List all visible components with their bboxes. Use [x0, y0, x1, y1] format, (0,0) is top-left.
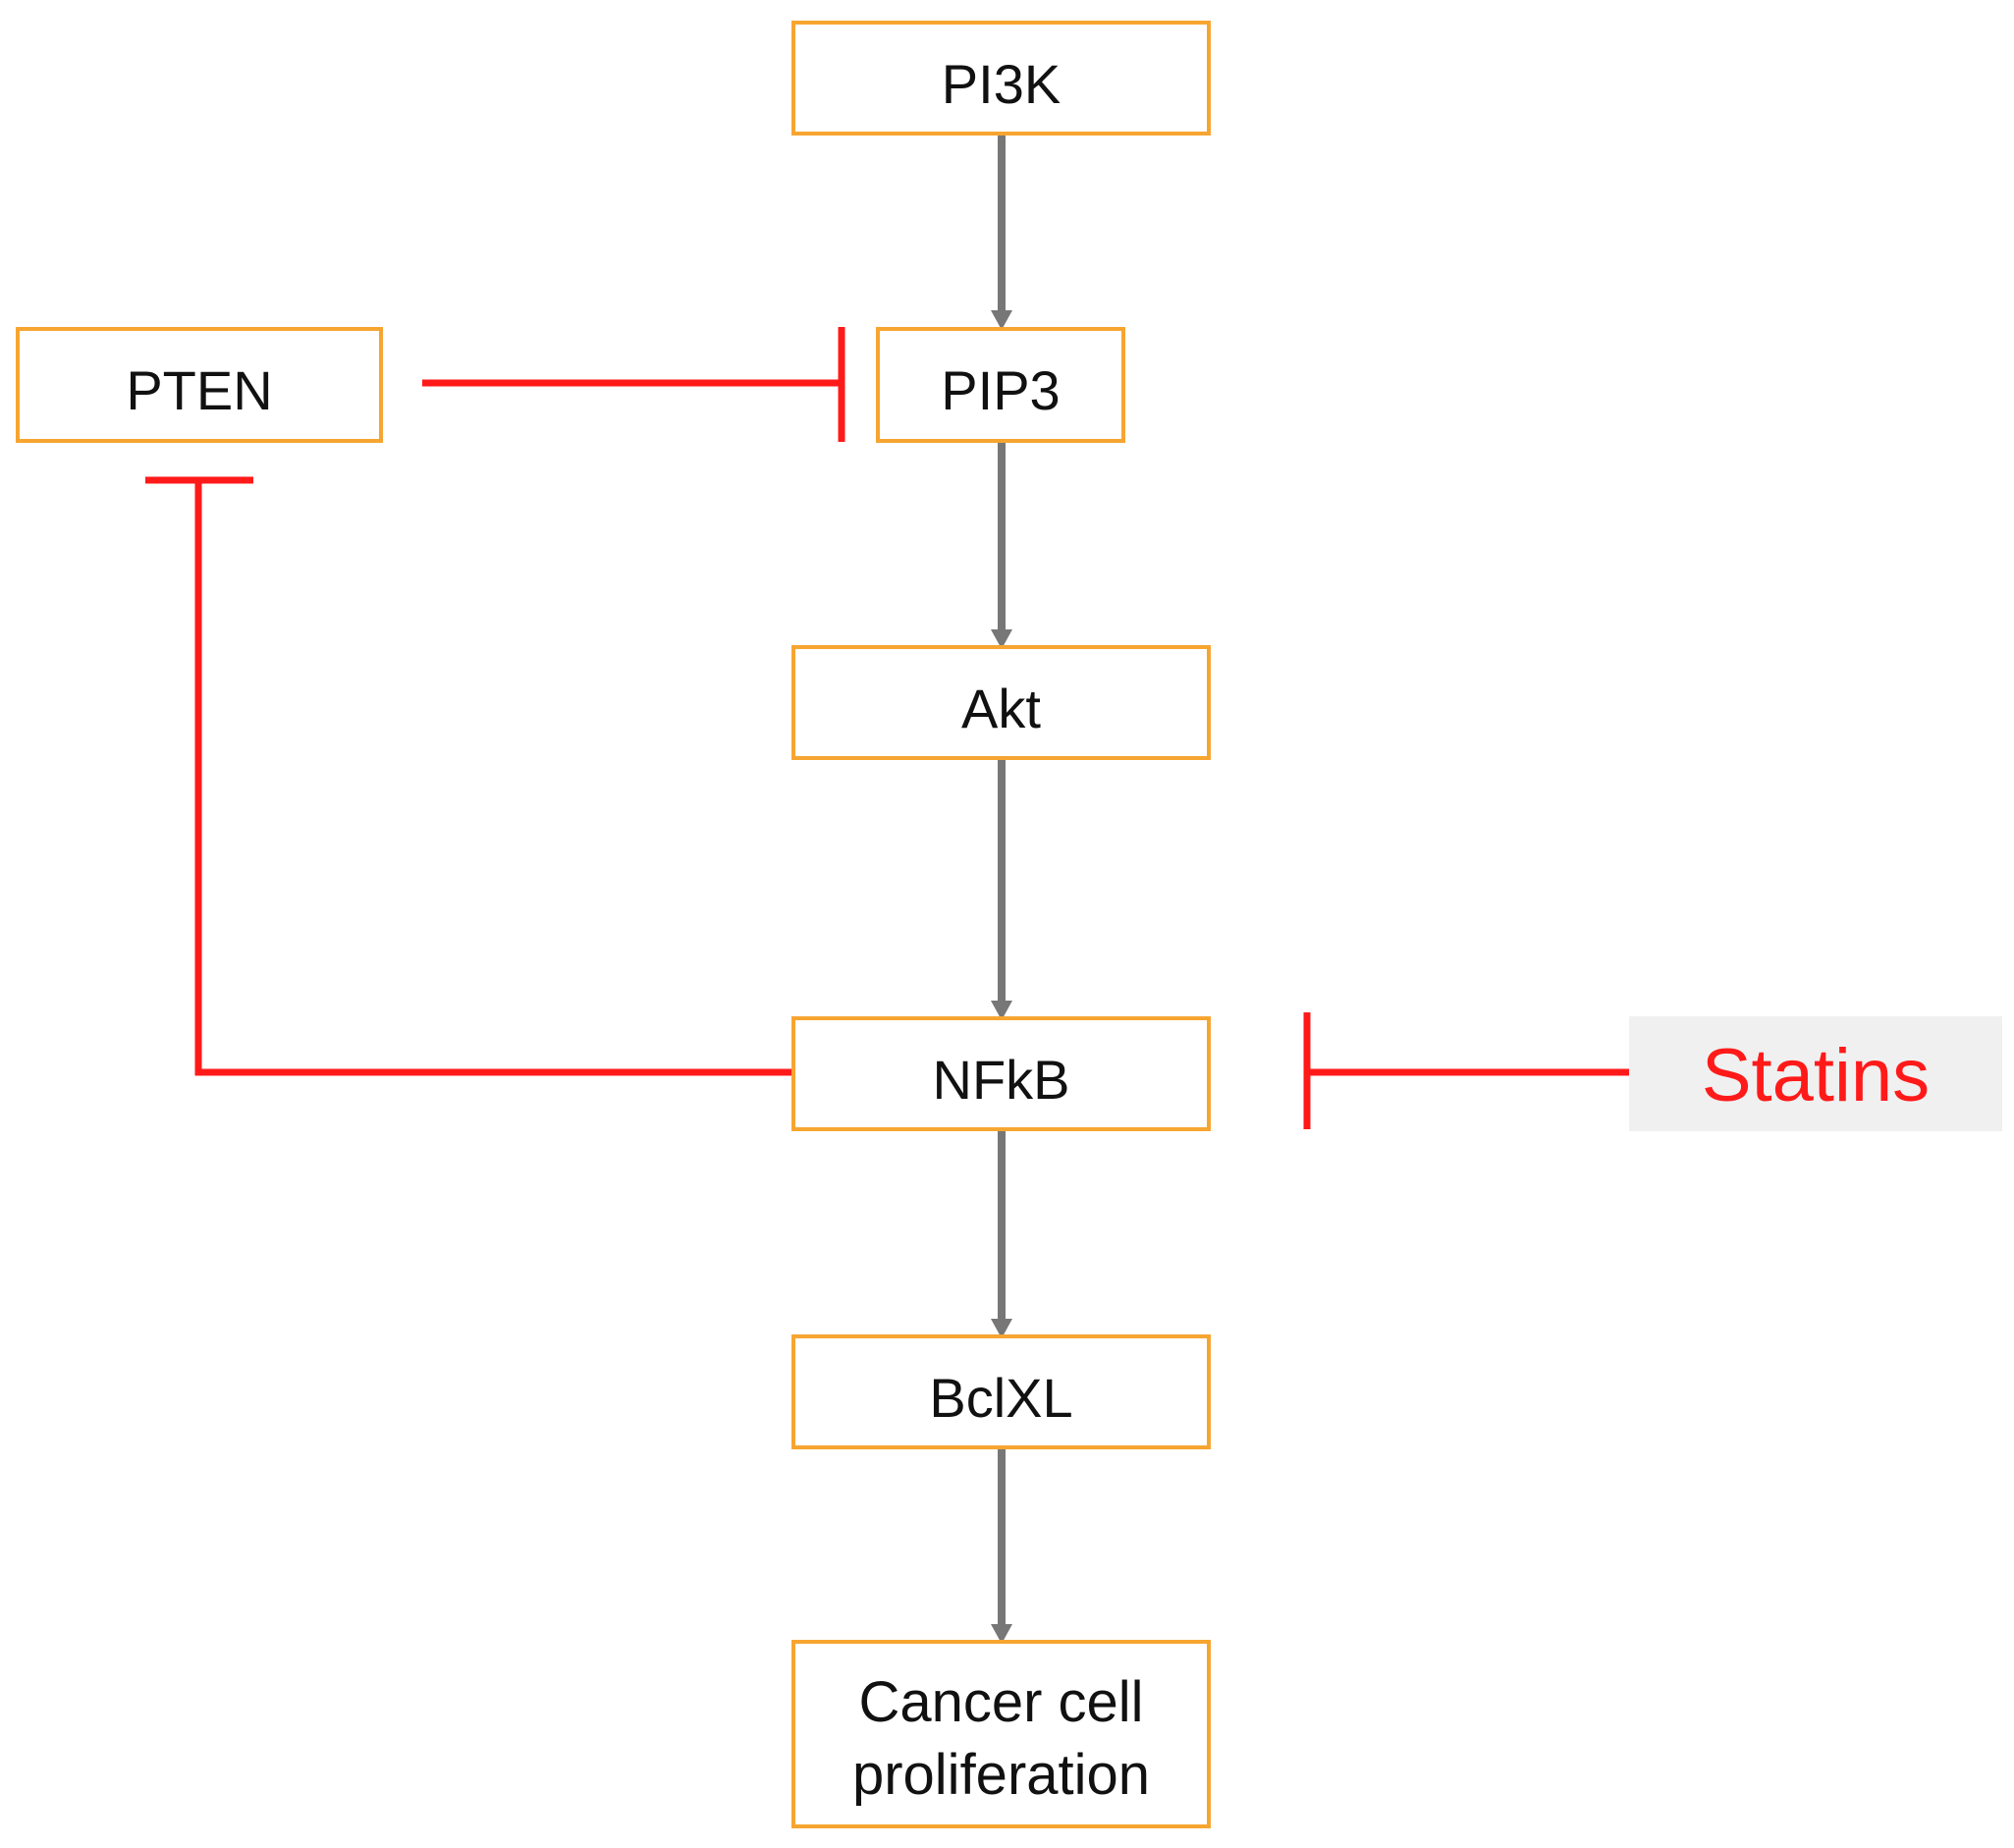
node-pten-label: PTEN	[126, 359, 273, 422]
node-pi3k: PI3K	[791, 21, 1211, 136]
arrowhead-nfkb	[991, 1001, 1012, 1020]
drug-statins-label: Statins	[1701, 1034, 1931, 1117]
arrowhead-proliferation	[991, 1624, 1012, 1644]
arrowhead-pip3	[991, 310, 1012, 330]
node-pten: PTEN	[16, 327, 383, 443]
arrowhead-bclxl	[991, 1319, 1012, 1338]
node-nfkb-label: NFkB	[932, 1048, 1070, 1111]
node-cancer-cell-proliferation-text: Cancer cell proliferation	[852, 1666, 1150, 1812]
arrowhead-akt	[991, 629, 1012, 649]
node-cancer-cell-proliferation: Cancer cell proliferation	[791, 1640, 1211, 1828]
node-pi3k-label: PI3K	[941, 52, 1061, 115]
node-bclxl: BclXL	[791, 1334, 1211, 1449]
node-nfkb: NFkB	[791, 1016, 1211, 1131]
edge-nfkb-inhibits-pten	[194, 480, 791, 1076]
node-bclxl-label: BclXL	[929, 1366, 1073, 1429]
node-pip3: PIP3	[876, 327, 1125, 443]
proliferation-line-1: Cancer cell	[858, 1669, 1144, 1734]
node-pip3-label: PIP3	[941, 359, 1061, 422]
node-akt: Akt	[791, 645, 1211, 760]
activation-edges	[991, 136, 1012, 1644]
drug-statins-box: Statins	[1629, 1016, 2002, 1131]
proliferation-line-2: proliferation	[851, 1743, 1151, 1807]
inhibition-edges	[145, 327, 1629, 1129]
node-akt-label: Akt	[961, 677, 1041, 739]
